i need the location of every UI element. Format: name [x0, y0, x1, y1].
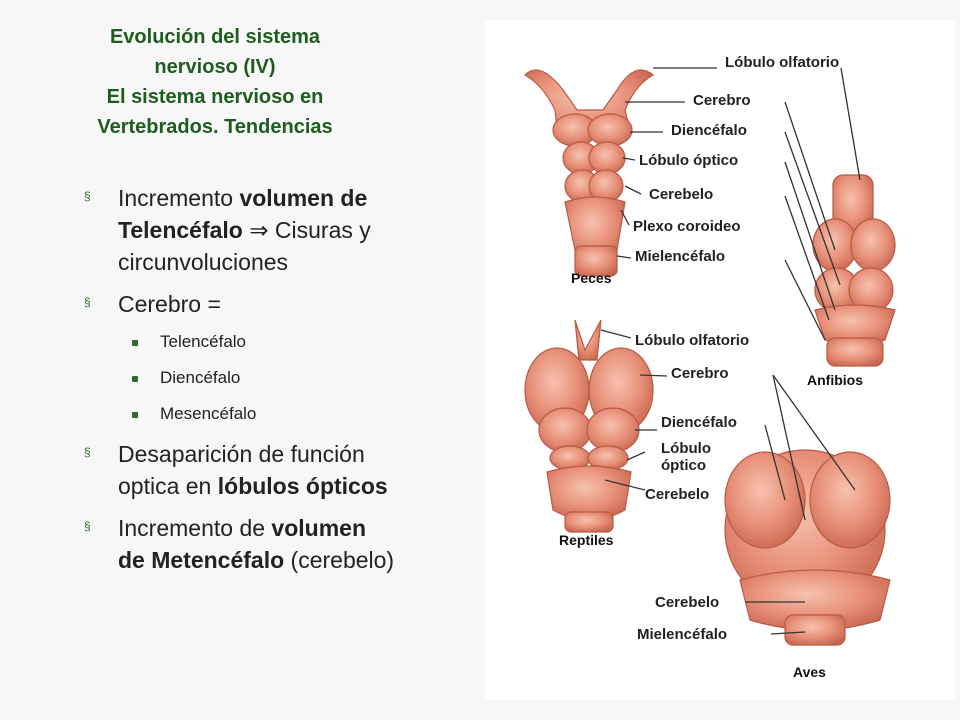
bird-brain	[724, 449, 891, 646]
sub-bullet: Telencéfalo	[84, 330, 464, 354]
bullet-lobulos: § Desaparición de función optica en lóbu…	[84, 438, 464, 502]
label-fish-mielencefalo: Mielencéfalo	[635, 248, 726, 265]
bullet-cerebro: § Cerebro =	[84, 288, 464, 320]
label-reptile-lobulo: Lóbulo	[661, 440, 711, 457]
dot-icon	[132, 340, 138, 346]
label-bird-mielencefalo: Mielencéfalo	[637, 626, 728, 643]
title-line-3: El sistema nervioso en	[106, 86, 324, 108]
leader-lines	[600, 67, 861, 635]
sub-bullet: Mesencéfalo	[84, 402, 464, 426]
title-line-4: Vertebrados. Tendencias	[97, 116, 333, 138]
caption-anfibios: Anfibios	[807, 372, 863, 388]
label-fish-cerebelo: Cerebelo	[649, 186, 714, 203]
label-fish-diencefalo: Diencéfalo	[671, 122, 747, 139]
caption-reptiles: Reptiles	[559, 532, 614, 548]
brain-evolution-figure: Lóbulo olfatorio Cerebro Diencéfalo Lóbu…	[485, 20, 955, 700]
title-line-2: nervioso (IV)	[154, 56, 276, 78]
bullet-text: Cisuras y	[268, 217, 371, 243]
bullet-text: optica en	[118, 473, 218, 499]
bullet-marker: §	[84, 189, 91, 203]
fish-brain	[524, 69, 655, 277]
dot-icon	[132, 412, 138, 418]
label-bird-cerebelo: Cerebelo	[655, 594, 720, 611]
sub-bullet-text: Telencéfalo	[160, 332, 247, 351]
bullet-text: Cerebro =	[118, 291, 221, 317]
slide-title: Evolución del sistema nervioso (IV) El s…	[40, 22, 390, 142]
label-reptile-diencefalo: Diencéfalo	[661, 414, 737, 431]
bullet-marker: §	[84, 445, 91, 459]
label-reptile-cerebro: Cerebro	[671, 365, 729, 382]
label-reptile-optico: óptico	[661, 457, 706, 474]
label-fish-plexo-coroideo: Plexo coroideo	[633, 218, 741, 235]
bullet-marker: §	[84, 295, 91, 309]
bullet-text: Incremento de	[118, 515, 272, 541]
caption-aves: Aves	[793, 664, 826, 680]
bullet-list: § Incremento volumen de Telencéfalo ⇒ Ci…	[84, 182, 464, 586]
reptile-brain	[524, 319, 654, 533]
title-line-1: Evolución del sistema	[109, 26, 321, 48]
bullet-text: Desaparición de función	[118, 441, 365, 467]
caption-peces: Peces	[571, 270, 612, 286]
label-fish-lobulo-olfatorio: Lóbulo olfatorio	[725, 54, 840, 71]
arrow-icon: ⇒	[249, 217, 269, 243]
bullet-text: Incremento	[118, 185, 240, 211]
bullet-bold: de Metencéfalo	[118, 547, 285, 573]
bullet-bold: volumen de	[239, 185, 368, 211]
amphibian-brain	[812, 174, 896, 367]
bullet-bold: lóbulos ópticos	[217, 473, 388, 499]
brain-illustration	[524, 67, 896, 646]
sub-bullet: Diencéfalo	[84, 366, 464, 390]
bullet-bold: Telencéfalo	[118, 217, 243, 243]
label-reptile-lobulo-olfatorio: Lóbulo olfatorio	[635, 332, 750, 349]
bullet-bold: volumen	[271, 515, 366, 541]
sub-bullet-text: Diencéfalo	[160, 368, 241, 387]
label-fish-cerebro: Cerebro	[693, 92, 751, 109]
bullet-telencefalo: § Incremento volumen de Telencéfalo ⇒ Ci…	[84, 182, 464, 278]
bullet-text: (cerebelo)	[284, 547, 395, 573]
label-reptile-cerebelo: Cerebelo	[645, 486, 710, 503]
bullet-marker: §	[84, 519, 91, 533]
bullet-text: circunvoluciones	[118, 249, 289, 275]
dot-icon	[132, 376, 138, 382]
sub-bullet-text: Mesencéfalo	[160, 404, 257, 423]
label-fish-lobulo-optico: Lóbulo óptico	[639, 152, 739, 169]
bullet-metencefalo: § Incremento de volumen de Metencéfalo (…	[84, 512, 464, 576]
